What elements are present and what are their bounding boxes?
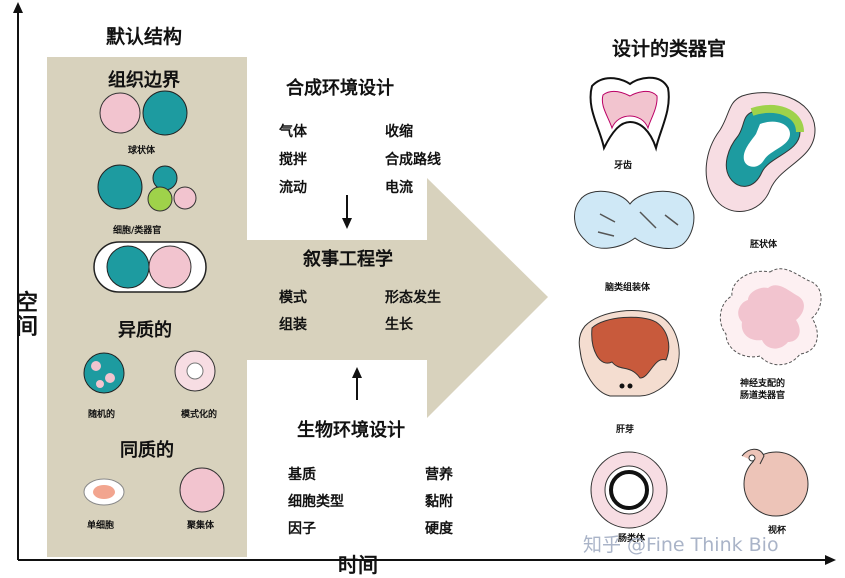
intestine-caption: 肠类体: [618, 534, 646, 544]
synthetic-item: 收缩: [385, 124, 413, 140]
tooth-caption: 牙齿: [614, 161, 633, 171]
aggregate-caption: 聚集体: [187, 521, 215, 531]
synthetic-item: 流动: [279, 180, 307, 196]
bio-item: 因子: [288, 521, 316, 537]
arrow-body: [247, 240, 427, 360]
bio-item: 细胞类型: [288, 494, 344, 510]
single-cell-caption: 单细胞: [87, 521, 115, 531]
bio-item: 基质: [288, 467, 316, 483]
heterogeneous-title: 异质的: [118, 320, 172, 341]
synthetic-item: 电流: [385, 180, 413, 196]
bio-item: 硬度: [425, 521, 453, 537]
designed-organoids-title: 设计的类器官: [612, 38, 727, 60]
synthetic-design-title: 合成环境设计: [286, 78, 394, 99]
narrative-item: 形态发生: [385, 290, 441, 306]
narrative-engineering-title: 叙事工程学: [303, 249, 393, 270]
watermark: 知乎 @Fine Think Bio: [583, 534, 779, 556]
gut-caption-text: 神经支配的 肠道类器官: [740, 379, 786, 401]
bio-design-title: 生物环境设计: [297, 420, 405, 441]
bio-item: 营养: [425, 467, 453, 483]
optic-cup-caption: 视杯: [768, 526, 787, 536]
synthetic-item: 气体: [279, 124, 307, 140]
patterned-caption: 模式化的: [181, 410, 218, 420]
x-axis-label: 时间: [338, 553, 378, 577]
synthetic-item: 合成路线: [385, 152, 441, 168]
y-axis-label: 空间: [16, 291, 39, 340]
synthetic-item: 搅拌: [279, 152, 307, 168]
default-structure-title: 默认结构: [106, 26, 183, 48]
bio-item: 黏附: [425, 494, 453, 510]
cell-organoid-caption: 细胞/类器官: [113, 226, 162, 236]
narrative-item: 模式: [279, 290, 307, 306]
narrative-item: 组装: [279, 317, 307, 333]
brain-assembloid-caption: 脑类组装体: [605, 283, 651, 293]
spheroid-caption: 球状体: [128, 146, 156, 156]
tissue-boundary-title: 组织边界: [108, 70, 180, 91]
random-caption: 随机的: [88, 410, 116, 420]
gut-organoid-caption: 神经支配的 肠道类器官: [740, 378, 785, 402]
narrative-item: 生长: [385, 317, 413, 333]
liver-bud-caption: 肝芽: [616, 425, 635, 435]
embryoid-caption: 胚状体: [750, 240, 778, 250]
homogeneous-title: 同质的: [120, 440, 174, 461]
